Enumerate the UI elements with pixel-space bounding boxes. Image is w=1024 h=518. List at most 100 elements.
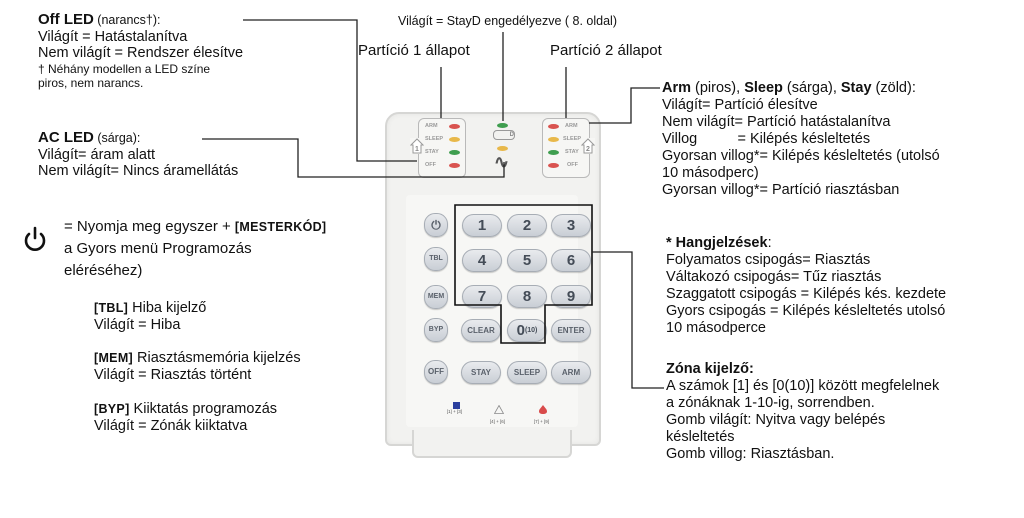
sleep-key[interactable]: SLEEP	[507, 361, 547, 384]
partition1-house-icon: 1	[409, 138, 425, 154]
power-line2: a Gyors menü Programozás	[64, 240, 252, 257]
led-label-off: OFF	[567, 162, 578, 168]
partition1-label: Partíció 1 állapot	[358, 42, 470, 59]
mem-key-label: [MEM]	[94, 351, 133, 365]
sleep-color-note: (sárga),	[782, 80, 841, 96]
key-0[interactable]: 0(10)	[507, 319, 547, 342]
key-0-zone-label: (10)	[524, 327, 538, 334]
zone-line: Gomb villog: Riasztásban.	[666, 446, 835, 462]
power-icon	[22, 225, 48, 253]
led-label-sleep: SLEEP	[425, 136, 444, 142]
key-7[interactable]: 7	[462, 285, 502, 308]
off-led-title: Off LED	[38, 11, 94, 28]
fire-icon	[539, 405, 547, 414]
partition2-house-icon: 2	[580, 138, 596, 154]
sound-line: Szaggatott csipogás = Kilépés kés. kezde…	[666, 286, 947, 302]
police-panic-label: [1] + [3]	[446, 409, 463, 414]
arm-led	[449, 124, 460, 129]
power-key[interactable]: ⏻	[424, 213, 448, 237]
warning-icon	[493, 404, 505, 414]
byp-desc: Világít = Zónák kiiktatva	[94, 417, 248, 434]
off-led-note2: piros, nem narancs.	[38, 75, 144, 90]
key-5[interactable]: 5	[507, 249, 547, 272]
arm-led	[548, 124, 559, 129]
off-led-line1: Világít = Hatástalanítva	[38, 28, 188, 45]
stayd-led	[497, 123, 508, 128]
zone-line: késleltetés	[666, 429, 735, 445]
enter-key[interactable]: ENTER	[551, 319, 591, 342]
sound-line: Folyamatos csipogás= Riasztás	[666, 252, 871, 268]
stay-key[interactable]: STAY	[461, 361, 501, 384]
byp-title: Kiiktatás programozás	[129, 401, 278, 417]
sound-line: Gyors csipogás = Kilépés késleltetés uto…	[666, 303, 946, 319]
sounds-description: * Hangjelzések: Folyamatos csipogás= Ria…	[666, 235, 946, 337]
zone-line: A számok [1] és [0(10)] között megfeleln…	[666, 378, 940, 394]
stayd-description: Világít = StayD engedélyezve ( 8. oldal)	[398, 14, 617, 28]
key-3[interactable]: 3	[551, 214, 591, 237]
led-label-off: OFF	[425, 162, 436, 168]
tbl-title: Hiba kijelző	[128, 300, 207, 316]
off-led	[548, 163, 559, 168]
key-4[interactable]: 4	[462, 249, 502, 272]
partition2-label: Partíció 2 állapot	[550, 42, 662, 59]
led-label-stay: STAY	[565, 149, 579, 155]
led-label-arm: ARM	[425, 123, 438, 129]
fire-panic: [7] + [9]	[533, 401, 550, 424]
arm-line: Gyorsan villog*= Partíció riasztásban	[662, 182, 900, 198]
tbl-desc: Világít = Hiba	[94, 316, 181, 333]
off-led-color-note: (narancs†):	[93, 13, 161, 27]
stayd-icon: D	[493, 130, 515, 140]
led-label-sleep: SLEEP	[563, 136, 582, 142]
arm-sleep-stay-description: Arm (piros), Sleep (sárga), Stay (zöld):…	[662, 80, 940, 199]
ac-led-connector	[202, 138, 505, 178]
ac-led-title: AC LED	[38, 129, 94, 146]
power-description: = Nyomja meg egyszer + [MESTERKÓD] a Gyo…	[64, 216, 326, 282]
keypad-base	[412, 430, 572, 458]
key-1[interactable]: 1	[462, 214, 502, 237]
ac-led-line1: Világít= áram alatt	[38, 146, 156, 163]
mem-key[interactable]: MEM	[424, 285, 448, 309]
off-led-note1: † Néhány modellen a LED színe	[38, 61, 211, 76]
stay-led	[449, 150, 460, 155]
sounds-asterisk: *	[666, 235, 676, 251]
zone-line: Gomb világít: Nyitva vagy belépés	[666, 412, 886, 428]
key-6[interactable]: 6	[551, 249, 591, 272]
arm-line: Nem világít= Partíció hatástalanítva	[662, 114, 891, 130]
key-0-label: 0	[516, 322, 525, 339]
zone-keys-outline	[454, 204, 593, 344]
key-2[interactable]: 2	[507, 214, 547, 237]
off-led-description: Off LED (narancs†): Világít = Hatástalan…	[38, 11, 243, 90]
ac-led	[497, 146, 508, 151]
master-code-label: [MESTERKÓD]	[234, 220, 327, 234]
arm-line: Villog = Kilépés késleltetés	[662, 131, 871, 147]
arm-line: 10 másodperc)	[662, 165, 759, 181]
stay-label: Stay	[840, 80, 872, 96]
partition1-number: 1	[415, 146, 419, 153]
led-label-arm: ARM	[565, 123, 578, 129]
arm-sleep-stay-connector	[589, 87, 660, 124]
arm-color-note: (piros),	[691, 80, 745, 96]
zone-line: a zónáknak 1-10-ig, sorrendben.	[666, 395, 875, 411]
mem-desc: Világít = Riasztás történt	[94, 366, 252, 383]
arm-key[interactable]: ARM	[551, 361, 591, 384]
zones-description: Zóna kijelző: A számok [1] és [0(10)] kö…	[666, 361, 939, 463]
key-8[interactable]: 8	[507, 285, 547, 308]
tbl-key[interactable]: TBL	[424, 247, 448, 271]
off-key[interactable]: OFF	[424, 360, 448, 384]
sleep-label: Sleep	[744, 80, 783, 96]
key-9[interactable]: 9	[551, 285, 591, 308]
sleep-led	[548, 137, 559, 142]
arm-label: Arm	[662, 80, 692, 96]
auxiliary-panic-label: [4] + [6]	[489, 419, 506, 424]
byp-key[interactable]: BYP	[424, 318, 448, 342]
police-icon	[452, 402, 460, 409]
stay-color-note: (zöld):	[871, 80, 916, 96]
mem-legend: [MEM] Riasztásmemória kijelzés Világít =…	[94, 350, 301, 383]
arm-line: Gyorsan villog*= Kilépés késleltetés (ut…	[662, 148, 940, 164]
off-led	[449, 163, 460, 168]
tbl-legend: [TBL] Hiba kijelző Világít = Hiba	[94, 300, 206, 333]
zones-title: Zóna kijelző:	[666, 361, 754, 377]
fire-panic-label: [7] + [9]	[533, 419, 550, 424]
led-label-stay: STAY	[425, 149, 439, 155]
